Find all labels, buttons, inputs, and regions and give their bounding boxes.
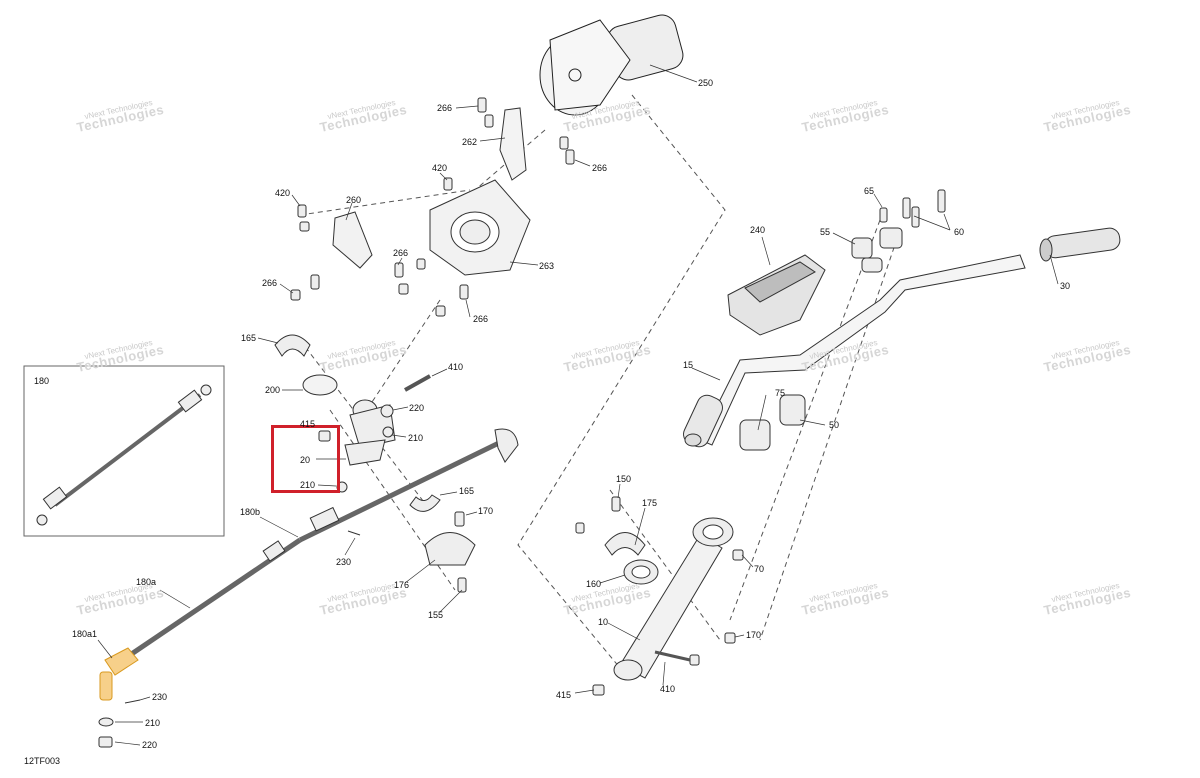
callout-165[interactable]: 165 — [241, 333, 257, 343]
selected-part-highlight[interactable] — [271, 425, 340, 493]
callout-266[interactable]: 266 — [262, 278, 278, 288]
callout-20[interactable]: 20 — [300, 455, 311, 465]
callout-50[interactable]: 50 — [829, 420, 840, 430]
bolts — [290, 97, 575, 317]
callout-420[interactable]: 420 — [432, 163, 448, 173]
tie-rod-end-180a1 — [99, 647, 139, 701]
callout-180b[interactable]: 180b — [240, 507, 261, 517]
riser-clamp-55 — [851, 227, 903, 273]
callout-180a1[interactable]: 180a1 — [72, 629, 98, 639]
callout-10[interactable]: 10 — [598, 617, 609, 627]
callout-240[interactable]: 240 — [750, 225, 766, 235]
callout-160[interactable]: 160 — [586, 579, 602, 589]
bolt-170 — [454, 511, 465, 527]
callout-176[interactable]: 176 — [394, 580, 410, 590]
callout-415[interactable]: 415 — [300, 419, 316, 429]
callout-410[interactable]: 410 — [448, 362, 464, 372]
callout-250[interactable]: 250 — [698, 78, 714, 88]
callout-262[interactable]: 262 — [462, 137, 478, 147]
callout-263[interactable]: 263 — [539, 261, 555, 271]
bracket-262 — [499, 107, 527, 181]
power-steering-motor — [539, 14, 684, 116]
callout-266[interactable]: 266 — [437, 103, 453, 113]
nut-170 — [724, 632, 736, 644]
callout-260[interactable]: 260 — [346, 195, 362, 205]
callout-230[interactable]: 230 — [336, 557, 352, 567]
nut-220 — [98, 736, 113, 748]
callout-210[interactable]: 210 — [300, 480, 316, 490]
callout-410[interactable]: 410 — [660, 684, 676, 694]
callout-155[interactable]: 155 — [428, 610, 444, 620]
callout-65[interactable]: 65 — [864, 186, 875, 196]
callout-75[interactable]: 75 — [775, 388, 786, 398]
tie-rod-180a — [128, 537, 302, 658]
callout-15[interactable]: 15 — [683, 360, 694, 370]
callout-180a[interactable]: 180a — [136, 577, 157, 587]
bolt-155 — [457, 577, 467, 593]
callout-170[interactable]: 170 — [478, 506, 494, 516]
callout-415[interactable]: 415 — [556, 690, 572, 700]
washer-210-bottom — [98, 717, 114, 727]
washer-220 — [380, 404, 394, 418]
mount-bracket-263 — [429, 179, 531, 276]
clamp-165-upper — [274, 334, 311, 357]
assembly-guide-lines — [299, 94, 901, 681]
bolt-410-lower — [654, 650, 691, 662]
callout-266[interactable]: 266 — [473, 314, 489, 324]
callout-200[interactable]: 200 — [265, 385, 281, 395]
pin-230 — [347, 530, 361, 536]
callout-230[interactable]: 230 — [152, 692, 168, 702]
callout-210[interactable]: 210 — [408, 433, 424, 443]
grip-30 — [1039, 227, 1121, 262]
tie-rod-assembly-180 — [36, 384, 212, 526]
callout-420[interactable]: 420 — [275, 188, 291, 198]
callout-70[interactable]: 70 — [754, 564, 765, 574]
bearing-160 — [623, 559, 659, 585]
callout-210[interactable]: 210 — [145, 718, 161, 728]
steering-column-10 — [613, 517, 734, 681]
nut-70 — [732, 549, 744, 561]
tie-rod-180b — [298, 428, 519, 543]
bolts-60-65 — [879, 189, 946, 228]
nut-415 — [318, 430, 331, 442]
bolt-150 — [611, 496, 621, 512]
clamp-165-lower — [409, 494, 441, 512]
bracket-260 — [332, 211, 373, 269]
callout-60[interactable]: 60 — [954, 227, 965, 237]
callout-220[interactable]: 220 — [409, 403, 425, 413]
washer-210 — [382, 426, 394, 438]
callout-220[interactable]: 220 — [142, 740, 158, 750]
callout-55[interactable]: 55 — [820, 227, 831, 237]
pin-230-lower — [124, 699, 141, 704]
clamp-175 — [604, 532, 646, 556]
riser-50 — [739, 394, 806, 451]
callout-175[interactable]: 175 — [642, 498, 658, 508]
ring-200 — [302, 374, 338, 396]
bolt-410 — [404, 374, 431, 392]
callout-266[interactable]: 266 — [592, 163, 608, 173]
diagram-code: 12TF003 — [24, 756, 61, 766]
callout-266[interactable]: 266 — [393, 248, 409, 258]
callout-150[interactable]: 150 — [616, 474, 632, 484]
handlebar-15 — [683, 254, 1026, 448]
callout-165[interactable]: 165 — [459, 486, 475, 496]
bracket-176 — [424, 532, 476, 566]
leader-lines — [97, 64, 1059, 746]
callout-170[interactable]: 170 — [746, 630, 762, 640]
nut-415-lower — [592, 684, 605, 696]
callout-180[interactable]: 180 — [34, 376, 50, 386]
handlebar-pad-240 — [727, 254, 826, 336]
callout-30[interactable]: 30 — [1060, 281, 1071, 291]
